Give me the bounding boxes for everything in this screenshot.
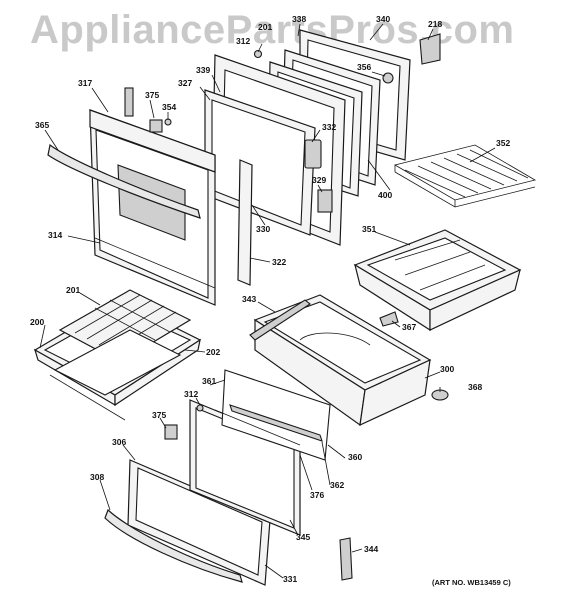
broiler-tray-202[interactable] [53,329,182,396]
screw-312-bottom[interactable] [196,404,204,412]
callout-361: 361 [202,376,216,386]
callout-312-bottom: 312 [184,389,198,399]
callout-314: 314 [48,230,62,240]
callout-218: 218 [428,19,442,29]
callout-327: 327 [178,78,192,88]
screw-312-top[interactable] [253,49,263,59]
callout-356: 356 [357,62,371,72]
callout-368: 368 [468,382,482,392]
callout-339: 339 [196,65,210,75]
oven-rack-352[interactable] [393,144,537,208]
callout-345: 345 [296,532,310,542]
drawer-rail-343[interactable] [249,299,311,341]
bracket-344[interactable] [339,537,353,581]
drawer-rail-362[interactable] [229,404,323,442]
callout-338: 338 [292,14,306,24]
door-top-trim [89,109,216,173]
drawer-handle-308[interactable] [104,508,243,583]
callout-317: 317 [78,78,92,88]
callout-375-top: 375 [145,90,159,100]
support-bar-322[interactable] [237,159,253,286]
callout-330: 330 [256,224,270,234]
leader-lines [39,23,496,579]
hinge-arm[interactable] [124,87,134,117]
door-handle-365[interactable] [47,143,201,219]
callout-340: 340 [376,14,390,24]
callout-362: 362 [330,480,344,490]
latch-329[interactable] [317,189,333,213]
callout-344: 344 [364,544,378,554]
callout-201-top: 201 [258,22,272,32]
callout-375-bottom: 375 [152,410,166,420]
callout-329: 329 [312,175,326,185]
callout-354: 354 [162,102,176,112]
callout-376: 376 [310,490,324,500]
door-window [117,164,186,241]
callout-331: 331 [283,574,297,584]
callout-200: 200 [30,317,44,327]
callout-201-mid: 201 [66,285,80,295]
bracket-375-bottom[interactable] [164,424,178,440]
bracket-375-top[interactable] [149,119,163,133]
art-number: (ART NO. WB13459 C) [432,578,511,587]
callout-labels: 338 340 218 201 312 356 339 327 317 375 … [30,14,510,584]
callout-312-top: 312 [236,36,250,46]
clip-356[interactable] [382,72,394,84]
storage-pan-351[interactable] [353,229,522,332]
callout-400: 400 [378,190,392,200]
callout-367: 367 [402,322,416,332]
drawer-body-300[interactable] [253,294,432,427]
callout-360: 360 [348,452,362,462]
callout-322: 322 [272,257,286,267]
hinge-218[interactable] [419,33,441,65]
callout-351: 351 [362,224,376,234]
callout-308: 308 [90,472,104,482]
door-bottom-trim [94,237,216,289]
callout-343: 343 [242,294,256,304]
callout-300: 300 [440,364,454,374]
clip-376[interactable] [214,409,301,446]
callout-352: 352 [496,138,510,148]
callout-202: 202 [206,347,220,357]
broiler-pan-rim [49,374,126,421]
hinge-332[interactable] [304,139,322,169]
callout-365: 365 [35,120,49,130]
callout-306: 306 [112,437,126,447]
callout-332: 332 [322,122,336,132]
